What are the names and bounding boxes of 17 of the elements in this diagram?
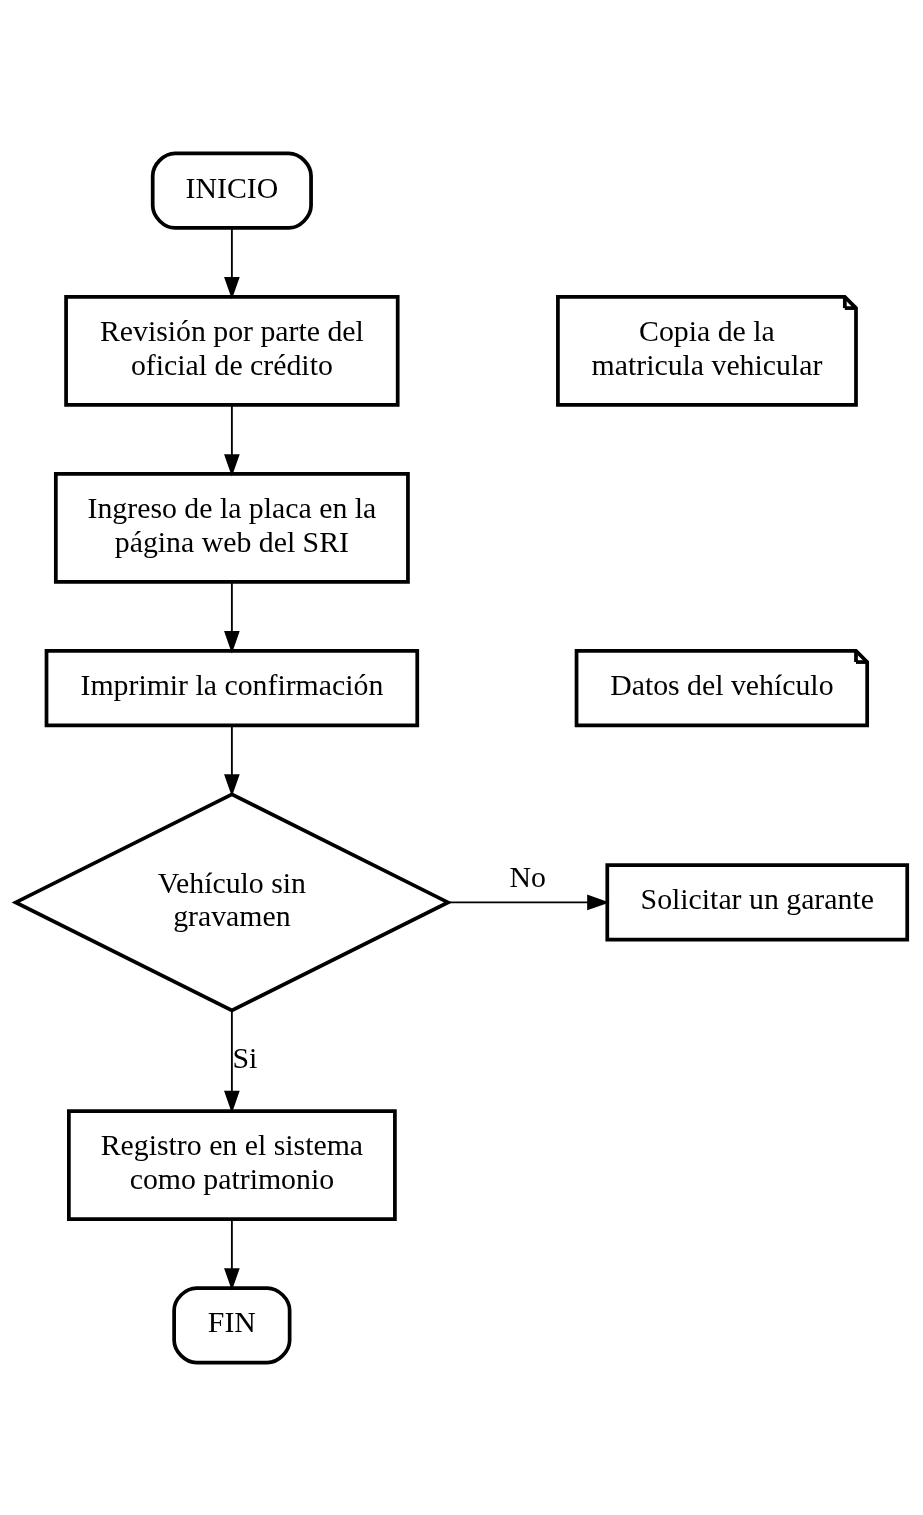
node-diamond: Vehículo sin gravamen	[11, 791, 453, 1013]
node-box: Solicitar un garante	[605, 862, 910, 941]
arrow	[224, 1009, 240, 1113]
arrow	[224, 403, 240, 477]
node-box: INICIO	[150, 151, 313, 230]
arrow	[224, 581, 240, 653]
arrow	[447, 894, 610, 910]
arrow	[224, 724, 240, 797]
node-box: Imprimir la confirmación	[44, 648, 420, 727]
node-box: Revisión por parte del oficial de crédito	[64, 294, 400, 407]
arrow	[224, 1218, 240, 1291]
node-box: Ingreso de la placa en la página web del SRI	[53, 471, 410, 584]
node-box: Registro en el sistema como patrimonio	[67, 1108, 397, 1221]
node-box: FIN	[172, 1285, 292, 1364]
edge-label: No	[509, 859, 546, 893]
edge-label: Si	[232, 1040, 258, 1074]
arrow	[224, 226, 240, 299]
